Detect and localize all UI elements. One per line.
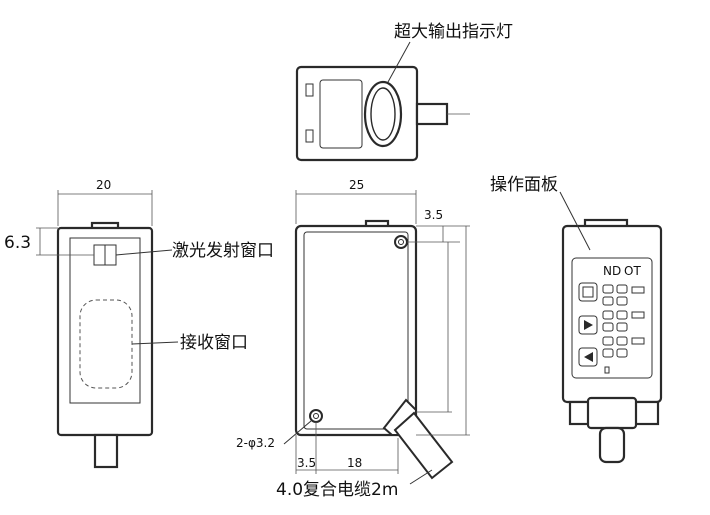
- mounting-hole-top-core: [398, 239, 404, 245]
- cable-leader: [409, 469, 433, 485]
- front-width-dim: 20: [96, 178, 111, 192]
- panel-connector-plug: [586, 396, 638, 430]
- panel-icon-left: ND: [603, 264, 621, 278]
- indicator-label: 超大输出指示灯: [394, 22, 513, 42]
- side-view-body: [294, 224, 418, 437]
- top-view-cable-stub: [415, 102, 449, 126]
- hole-spec-dim: 2-φ3.2: [236, 436, 275, 450]
- side-view-inner-outline: [303, 231, 409, 430]
- mounting-hole-bottom-core: [313, 413, 319, 419]
- hole-spec-leader: [283, 420, 312, 445]
- panel-button-down: [578, 347, 598, 367]
- top-view-indicator-window: [319, 79, 363, 149]
- top-view-body: [295, 65, 419, 162]
- cable-label: 4.0复合电缆2m: [276, 480, 398, 500]
- mounting-hole-bottom: [309, 409, 323, 423]
- side-width-dim: 25: [349, 178, 364, 192]
- front-offset-dim: 6.3: [4, 233, 31, 253]
- panel-cable: [598, 426, 626, 464]
- panel-led-column: [602, 284, 628, 358]
- panel-leader: [559, 191, 591, 251]
- side-cable: [393, 411, 454, 480]
- top-view-slot-lower: [305, 129, 314, 143]
- panel-button-mode: [578, 282, 598, 302]
- indicator-leader: [387, 41, 411, 83]
- panel-arrow-right-icon: [584, 320, 593, 330]
- panel-label: 操作面板: [490, 175, 558, 195]
- receiver-label: 接收窗口: [180, 333, 248, 353]
- receiver-leader: [131, 341, 179, 345]
- panel-view: ND OT: [490, 175, 663, 464]
- panel-button-mode-core: [582, 286, 594, 298]
- panel-arrow-left-icon: [584, 352, 593, 362]
- panel-icon-right: OT: [624, 264, 641, 278]
- output-indicator-ring-inner: [370, 87, 396, 141]
- output-indicator-ring-outer: [363, 80, 403, 148]
- side-view: 25 3.5 3.5 18 2-φ3.2 4.0复合电缆2m: [236, 178, 470, 500]
- emitter-leader: [115, 249, 173, 256]
- top-view: 超大输出指示灯: [295, 22, 513, 162]
- side-hole-x-dim: 3.5: [297, 456, 316, 470]
- front-view: 20 6.3 激光发射窗口 接收窗口: [4, 178, 274, 469]
- side-hole-pitch-dim: 18: [347, 456, 362, 470]
- panel-side-marks: [604, 286, 645, 374]
- panel-body: [561, 224, 663, 404]
- mounting-hole-top: [394, 235, 408, 249]
- side-top-dim: 3.5: [424, 208, 443, 222]
- panel-button-up: [578, 315, 598, 335]
- emitter-label: 激光发射窗口: [172, 241, 274, 261]
- front-view-cable: [93, 433, 119, 469]
- front-view-window-frame: [69, 237, 141, 404]
- panel-face: [571, 257, 653, 379]
- top-view-slot-upper: [305, 83, 314, 97]
